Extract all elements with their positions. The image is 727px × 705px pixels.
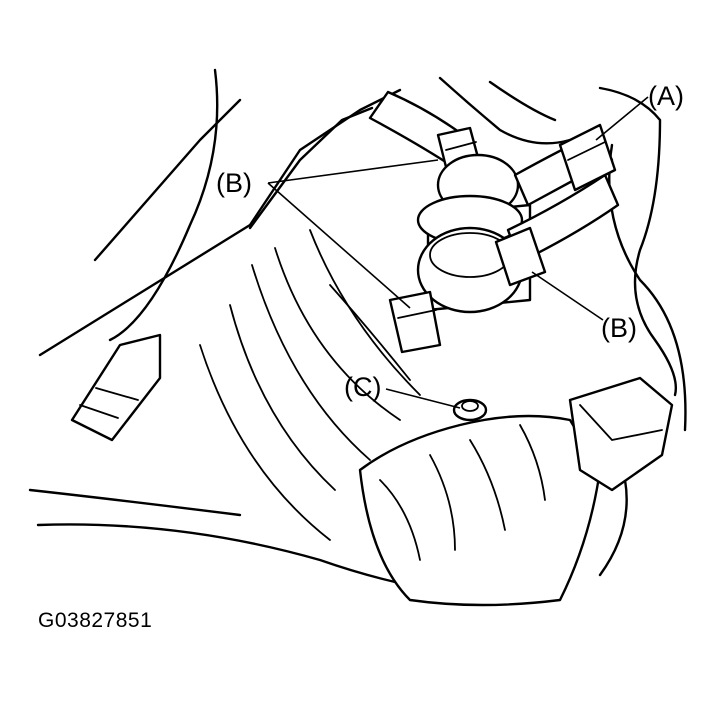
callout-a: (A) <box>648 81 684 111</box>
leader-b-lower <box>531 271 604 321</box>
leader-lines <box>267 96 649 409</box>
valve-body <box>416 153 532 314</box>
figure-id: G03827851 <box>38 609 153 632</box>
callout-c: (C) <box>344 372 382 402</box>
right-hoses <box>494 123 620 287</box>
leader-a <box>595 96 649 141</box>
lower-housing <box>358 376 674 607</box>
ribbed-panel <box>70 229 421 541</box>
bolt <box>452 398 488 422</box>
leader-b-upper-2 <box>267 182 411 309</box>
callout-b-upper: (B) <box>216 168 252 198</box>
leader-c <box>385 388 461 409</box>
leader-b-upper-1 <box>267 159 439 184</box>
lower-clamp <box>388 290 442 354</box>
callout-b-lower: (B) <box>601 313 637 343</box>
